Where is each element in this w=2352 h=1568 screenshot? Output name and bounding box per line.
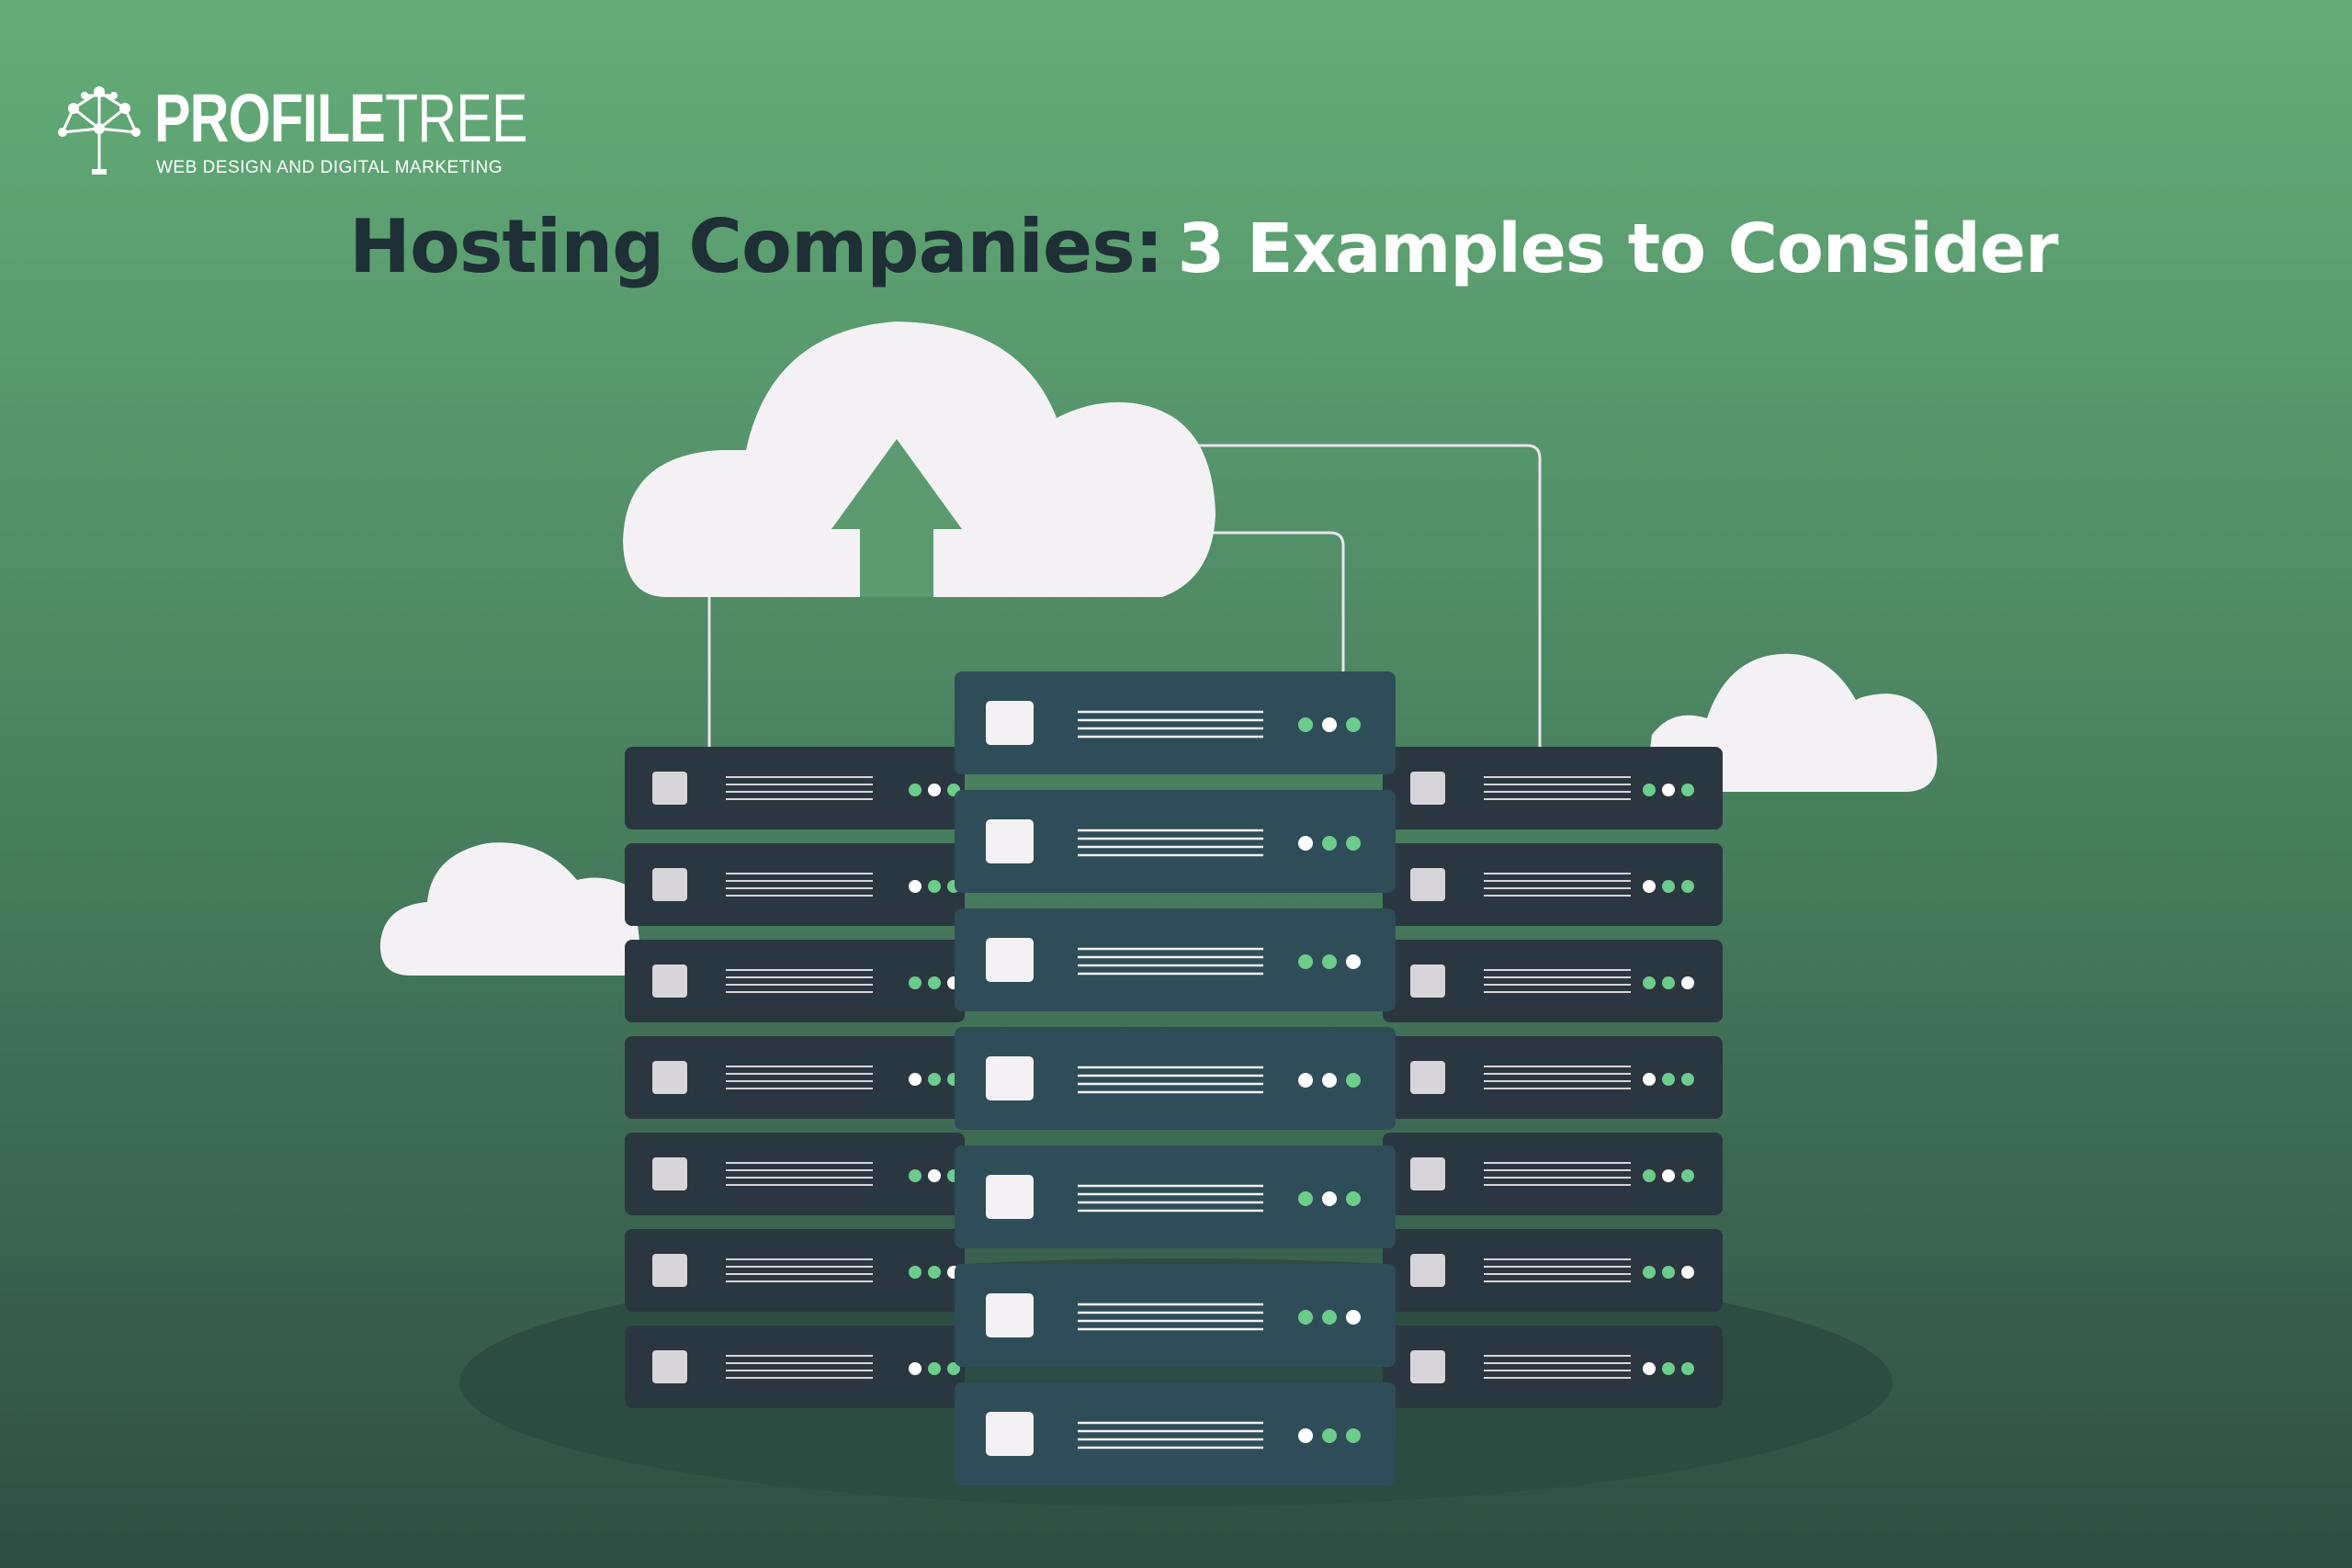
status-leds	[1298, 717, 1361, 1443]
page-title: Hosting Companies:3 Examples to Consider	[349, 197, 2059, 299]
logo-tagline: WEB DESIGN AND DIGITAL MARKETING	[156, 158, 503, 177]
server-stack-center	[953, 670, 1397, 1487]
logo-word-light: TREE	[384, 80, 527, 156]
tree-network-icon	[58, 86, 141, 175]
logo-word-bold: PROFILE	[154, 80, 386, 156]
status-leds	[1643, 784, 1694, 1375]
title-light: 3 Examples to Consider	[1177, 209, 2059, 288]
title-strong: Hosting Companies:	[349, 204, 1164, 289]
server-stack-right	[1382, 746, 1724, 1409]
server-stack-left	[624, 746, 966, 1409]
profiletree-logo[interactable]: PROFILETREE WEB DESIGN AND DIGITAL MARKE…	[55, 81, 533, 182]
upload-arrow-icon	[831, 439, 962, 597]
logo-wordmark: PROFILETREE	[154, 81, 527, 156]
cloud-icon	[379, 842, 643, 976]
cloud-upload-icon	[623, 321, 1216, 597]
connector-lines	[707, 444, 1542, 753]
